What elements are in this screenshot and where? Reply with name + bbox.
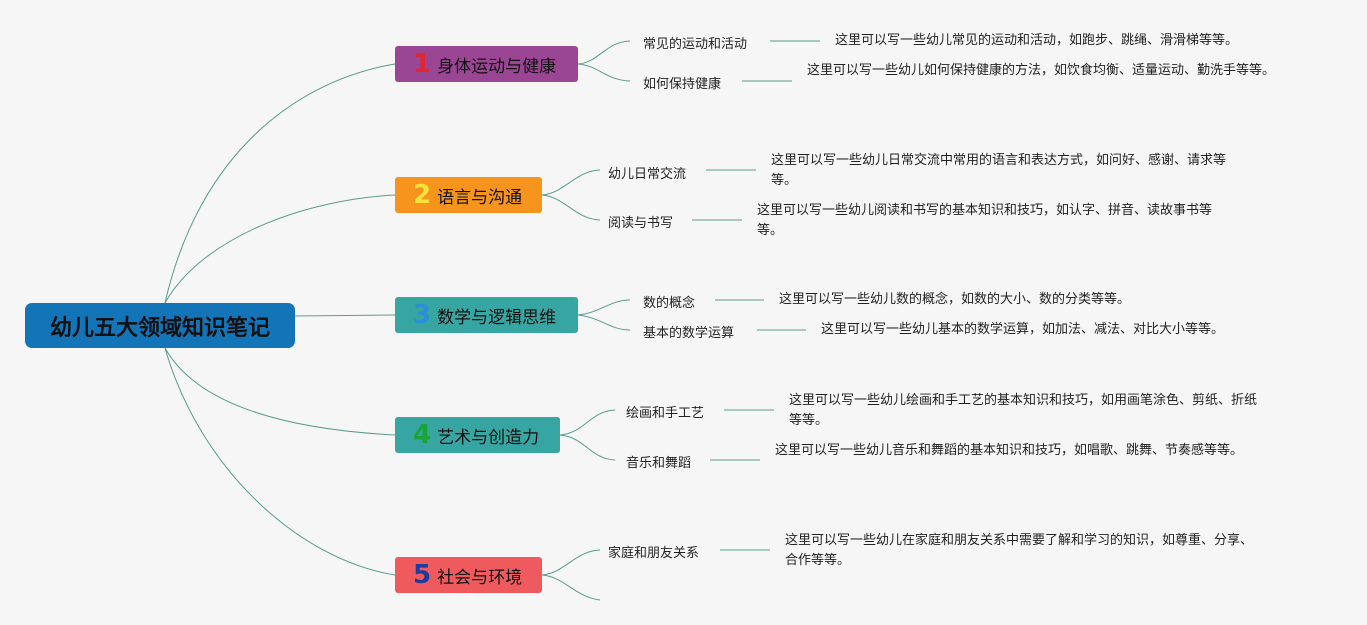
branch-subtopic-connector [577, 299, 631, 316]
subtopic-label[interactable]: 音乐和舞蹈 [626, 456, 692, 471]
subtopic-description[interactable]: 这里可以写一些幼儿音乐和舞蹈的基本知识和技巧，如唱歌、跳舞、节奏感等等。 [775, 443, 1244, 458]
subtopic-label[interactable]: 家庭和朋友关系 [608, 546, 700, 561]
subtopic-label[interactable]: 数的概念 [643, 296, 696, 311]
subtopic-description[interactable]: 这里可以写一些幼儿在家庭和朋友关系中需要了解和学习的知识，如尊重、分享、合作等等… [785, 533, 1254, 568]
branch-subtopic-connector [541, 194, 601, 221]
subtopic-description[interactable]: 这里可以写一些幼儿常见的运动和活动，如跑步、跳绳、滑滑梯等等。 [835, 33, 1239, 48]
branch-title: 身体运动与健康 [437, 56, 557, 77]
branch-number: 3 [413, 300, 432, 330]
branch-number: 4 [413, 420, 432, 450]
subtopic-label[interactable]: 绘画和手工艺 [626, 406, 705, 421]
subtopic-label[interactable]: 幼儿日常交流 [608, 167, 687, 182]
branch-title: 艺术与创造力 [437, 427, 540, 448]
branch-subtopic-connector [541, 574, 601, 601]
branch-art[interactable]: 4 艺术与创造力 [395, 417, 560, 453]
root-branch-connector [164, 194, 396, 304]
branch-subtopic-connector [559, 434, 616, 461]
branch-subtopic-connector [577, 40, 631, 65]
branch-language[interactable]: 2 语言与沟通 [395, 177, 542, 213]
branch-title: 社会与环境 [437, 567, 523, 588]
branch-subtopic-connector [541, 169, 601, 196]
branch-number: 5 [413, 560, 432, 590]
subtopic-description[interactable]: 这里可以写一些幼儿日常交流中常用的语言和表达方式，如问好、感谢、请求等等。 [771, 153, 1227, 188]
root-branch-connector [164, 63, 396, 304]
branch-subtopic-connector [577, 314, 631, 331]
branch-number: 1 [413, 49, 432, 79]
subtopic-label[interactable]: 阅读与书写 [608, 216, 674, 231]
subtopic-description[interactable]: 这里可以写一些幼儿数的概念，如数的大小、数的分类等等。 [779, 292, 1131, 307]
subtopic-label[interactable]: 如何保持健康 [643, 77, 722, 92]
branch-math[interactable]: 3 数学与逻辑思维 [395, 297, 578, 333]
root-branch-connector [164, 347, 396, 576]
root-branch-connector [294, 314, 396, 317]
subtopic-description[interactable]: 这里可以写一些幼儿阅读和书写的基本知识和技巧，如认字、拼音、读故事书等等。 [757, 203, 1213, 238]
branch-title: 数学与逻辑思维 [437, 307, 557, 328]
branch-title: 语言与沟通 [437, 187, 523, 208]
root-topic[interactable]: 幼儿五大领域知识笔记 [25, 303, 295, 348]
subtopic-description[interactable]: 这里可以写一些幼儿基本的数学运算，如加法、减法、对比大小等等。 [821, 322, 1225, 337]
subtopic-description[interactable]: 这里可以写一些幼儿绘画和手工艺的基本知识和技巧，如用画笔涂色、剪纸、折纸等等。 [789, 393, 1258, 428]
root-title: 幼儿五大领域知识笔记 [49, 315, 270, 341]
branch-subtopic-connector [541, 549, 601, 576]
branch-subtopic-connector [559, 409, 616, 436]
branch-society[interactable]: 5 社会与环境 [395, 557, 542, 593]
subtopic-label[interactable]: 基本的数学运算 [643, 326, 735, 341]
subtopic-label[interactable]: 常见的运动和活动 [643, 37, 748, 52]
root-branch-connector [164, 347, 396, 436]
subtopic-description[interactable]: 这里可以写一些幼儿如何保持健康的方法，如饮食均衡、适量运动、勤洗手等等。 [807, 63, 1276, 78]
branch-health[interactable]: 1 身体运动与健康 [395, 46, 578, 82]
branch-number: 2 [413, 180, 432, 210]
branch-subtopic-connector [577, 63, 631, 82]
